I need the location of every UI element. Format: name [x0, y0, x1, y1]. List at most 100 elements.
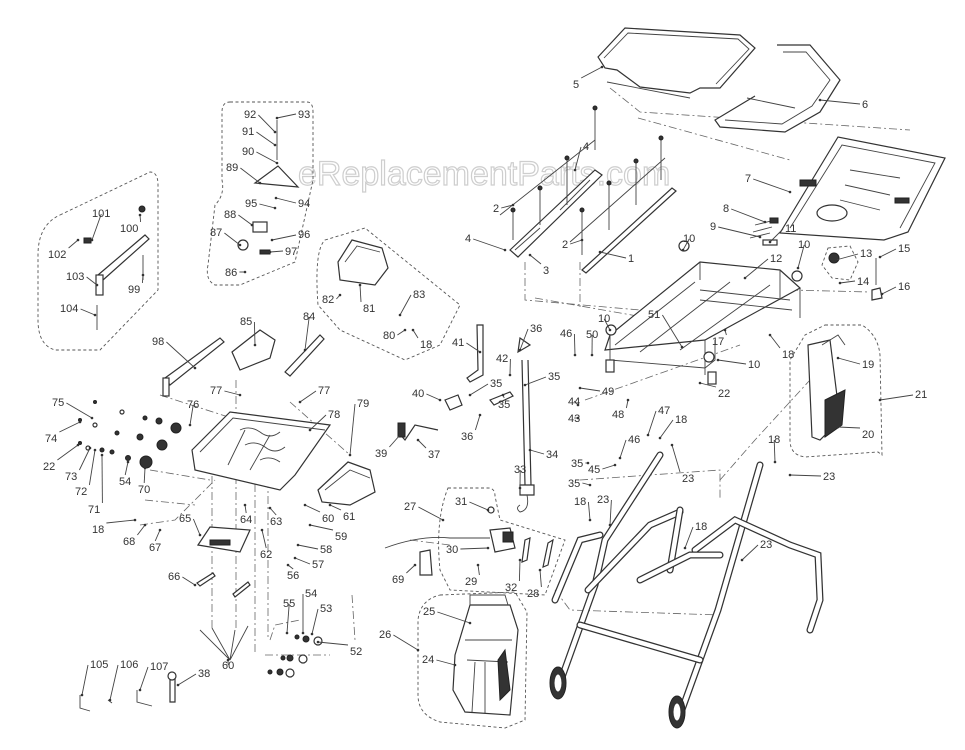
callout-part-60: 60	[222, 658, 234, 672]
callout-leader-dot	[100, 453, 104, 457]
part-number-label: 76	[187, 399, 199, 411]
callout-leader-dot	[578, 386, 582, 390]
callout-part-61: 61	[328, 503, 355, 523]
callout-leader-line	[137, 524, 146, 536]
part-number-label: 41	[452, 337, 464, 349]
callout-leader-dot	[528, 448, 532, 452]
callout-leader-line	[717, 359, 747, 365]
callout-part-26: 26	[379, 629, 420, 652]
callout-leader-line	[88, 449, 96, 486]
part-number-label: 30	[446, 544, 458, 556]
part-number-label: 2	[562, 239, 568, 251]
callout-part-31: 31	[455, 496, 490, 512]
part-number-label: 18	[92, 524, 104, 536]
callout-leader-dot	[80, 693, 84, 697]
callout-part-88: 88	[224, 209, 254, 227]
part-hardware-row	[267, 634, 323, 678]
part-number-label: 72	[75, 486, 87, 498]
callout-leader-line	[659, 419, 674, 439]
part-number-label: 83	[413, 289, 425, 301]
callout-leader-line	[519, 328, 529, 351]
callout-leader-dot	[268, 506, 272, 510]
callout-part-22: 22	[43, 443, 80, 473]
callout-part-29: 29	[465, 563, 480, 588]
part-number-label: 40	[412, 388, 424, 400]
callout-part-49: 49	[578, 386, 614, 398]
callout-part-18: 18	[768, 434, 780, 464]
callout-leader-line	[57, 444, 79, 461]
group-outline-motor	[789, 324, 883, 458]
part-number-label: 23	[760, 539, 772, 551]
callout-part-44: 44	[568, 396, 580, 408]
part-number-label: 70	[138, 484, 150, 496]
callout-leader-line	[769, 334, 781, 349]
callout-leader-line	[603, 318, 611, 331]
callout-part-79: 79	[348, 398, 369, 457]
part-number-label: 29	[465, 576, 477, 588]
callout-part-39: 39	[375, 433, 402, 460]
part-number-label: 99	[128, 284, 140, 296]
part-number-label: 62	[260, 549, 272, 561]
callout-leader-line	[80, 308, 96, 316]
callout-leader-line	[769, 228, 784, 243]
callout-leader-dot	[303, 503, 307, 507]
part-number-label: 13	[860, 248, 872, 260]
part-number-label: 19	[862, 359, 874, 371]
part-rails	[509, 169, 677, 274]
callout-leader-dot	[193, 366, 197, 370]
callout-leader-line	[426, 393, 441, 401]
callout-leader-line	[529, 254, 542, 265]
part-number-label: 18	[574, 496, 586, 508]
callout-leader-dot	[511, 203, 515, 207]
callout-part-51: 51	[648, 309, 684, 349]
callout-leader-dot	[90, 238, 94, 242]
callout-leader-dot	[438, 398, 442, 402]
callout-leader-dot	[836, 356, 840, 360]
callout-part-41: 41	[452, 337, 482, 354]
part-tools	[79, 671, 177, 712]
part-number-label: 95	[245, 198, 257, 210]
callout-leader-dot	[143, 523, 147, 527]
callout-leader-line	[253, 321, 256, 346]
callout-leader-dot	[680, 345, 684, 349]
callout-leader-line	[881, 286, 897, 295]
callout-leader-dot	[576, 403, 580, 407]
callout-part-54: 54	[301, 588, 317, 635]
callout-leader-line	[192, 518, 201, 536]
part-number-label: 80	[383, 330, 395, 342]
callout-leader-dot	[308, 523, 312, 527]
part-number-label: 33	[514, 464, 526, 476]
callout-part-30: 30	[446, 544, 490, 556]
part-number-label: 37	[428, 449, 440, 461]
callout-leader-dot	[88, 446, 92, 450]
callout-part-93: 93	[275, 109, 310, 121]
callout-part-27: 27	[404, 501, 445, 522]
part-number-label: 32	[505, 582, 517, 594]
callout-part-52: 52	[316, 640, 362, 658]
callout-leader-line	[573, 333, 576, 356]
callout-part-1: 1	[598, 250, 634, 265]
callout-leader-line	[269, 250, 284, 253]
callout-leader-line	[474, 414, 481, 431]
callout-leader-line	[744, 258, 769, 279]
callout-leader-line	[574, 146, 582, 171]
part-motor-housing	[452, 594, 519, 716]
callout-part-92: 92	[244, 109, 277, 134]
callout-leader-dot	[285, 631, 289, 635]
callout-part-10: 10	[796, 239, 810, 270]
callout-part-84: 84	[303, 311, 315, 352]
callout-part-69: 69	[392, 563, 417, 586]
callout-leader-dot	[258, 181, 262, 185]
part-number-label: 77	[210, 385, 222, 397]
callout-part-13: 13	[834, 248, 872, 262]
part-number-label: 18	[782, 349, 794, 361]
callout-leader-dot	[758, 235, 762, 239]
callout-leader-line	[275, 197, 297, 204]
callout-leader-dot	[138, 688, 142, 692]
callout-leader-line	[837, 357, 861, 365]
callout-part-35: 35	[498, 393, 510, 411]
callout-part-77: 77	[210, 385, 242, 397]
callout-leader-dot	[608, 328, 612, 332]
part-number-label: 36	[530, 323, 542, 335]
part-number-label: 90	[242, 146, 254, 158]
